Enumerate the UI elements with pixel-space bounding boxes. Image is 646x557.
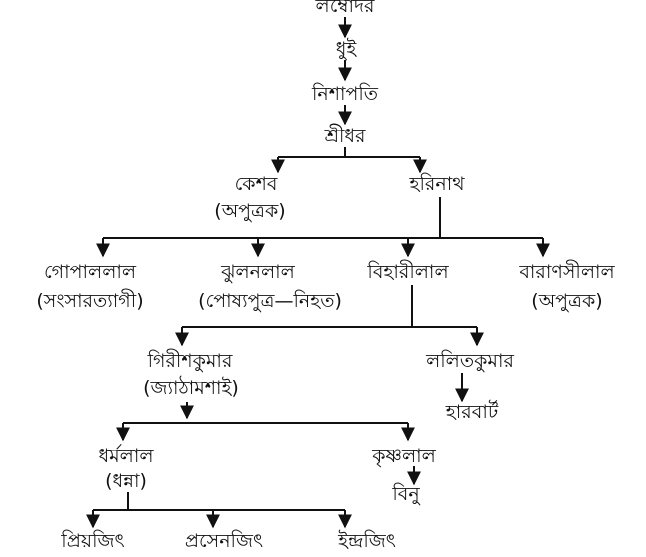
node-baranasilal-note: (অপুত্রক) [531,290,602,312]
node-keshab-note: (অপুত্রক) [214,200,285,222]
node-priyajit: প্রিয়জিৎ [60,530,124,552]
node-dharmalal-note: (ধন্না) [105,470,147,492]
node-nishapati: নিশাপতি [311,83,379,105]
node-jhulanlal-note: (পোষ্যপুত্র—নিহত) [198,290,342,312]
node-prasenjit: প্রসেনজিৎ [185,530,263,552]
node-indrajit: ইন্দ্রজিৎ [337,530,396,552]
node-baranasilal: বারাণসীলাল [518,260,615,283]
node-binu: বিনু [391,483,420,505]
node-girishkumar-note: (জ্যাঠামশাই) [143,376,239,399]
node-harbart: হারবার্ট [445,400,499,423]
node-lambodar: লম্বোদর [315,0,375,17]
node-keshab: কেশব [235,173,278,195]
node-shridhar: শ্রীধর [324,124,366,147]
node-biharilal: বিহারীলাল [366,260,449,283]
node-gopallal-note: (সংসারত্যাগী) [36,289,143,312]
node-dharmalal: ধর্মলাল [98,444,154,467]
node-lalitkumar: ললিতকুমার [425,350,514,372]
node-jhulanlal: ঝুলনলাল [220,261,296,283]
node-krishnalal: কৃষ্ণলাল [371,445,436,468]
node-dhui: ধুই [336,38,358,60]
node-gopallal: গোপাললাল [44,261,137,283]
node-girishkumar: গিরীশকুমার [147,349,233,372]
node-harinath: হরিনাথ [408,173,465,195]
